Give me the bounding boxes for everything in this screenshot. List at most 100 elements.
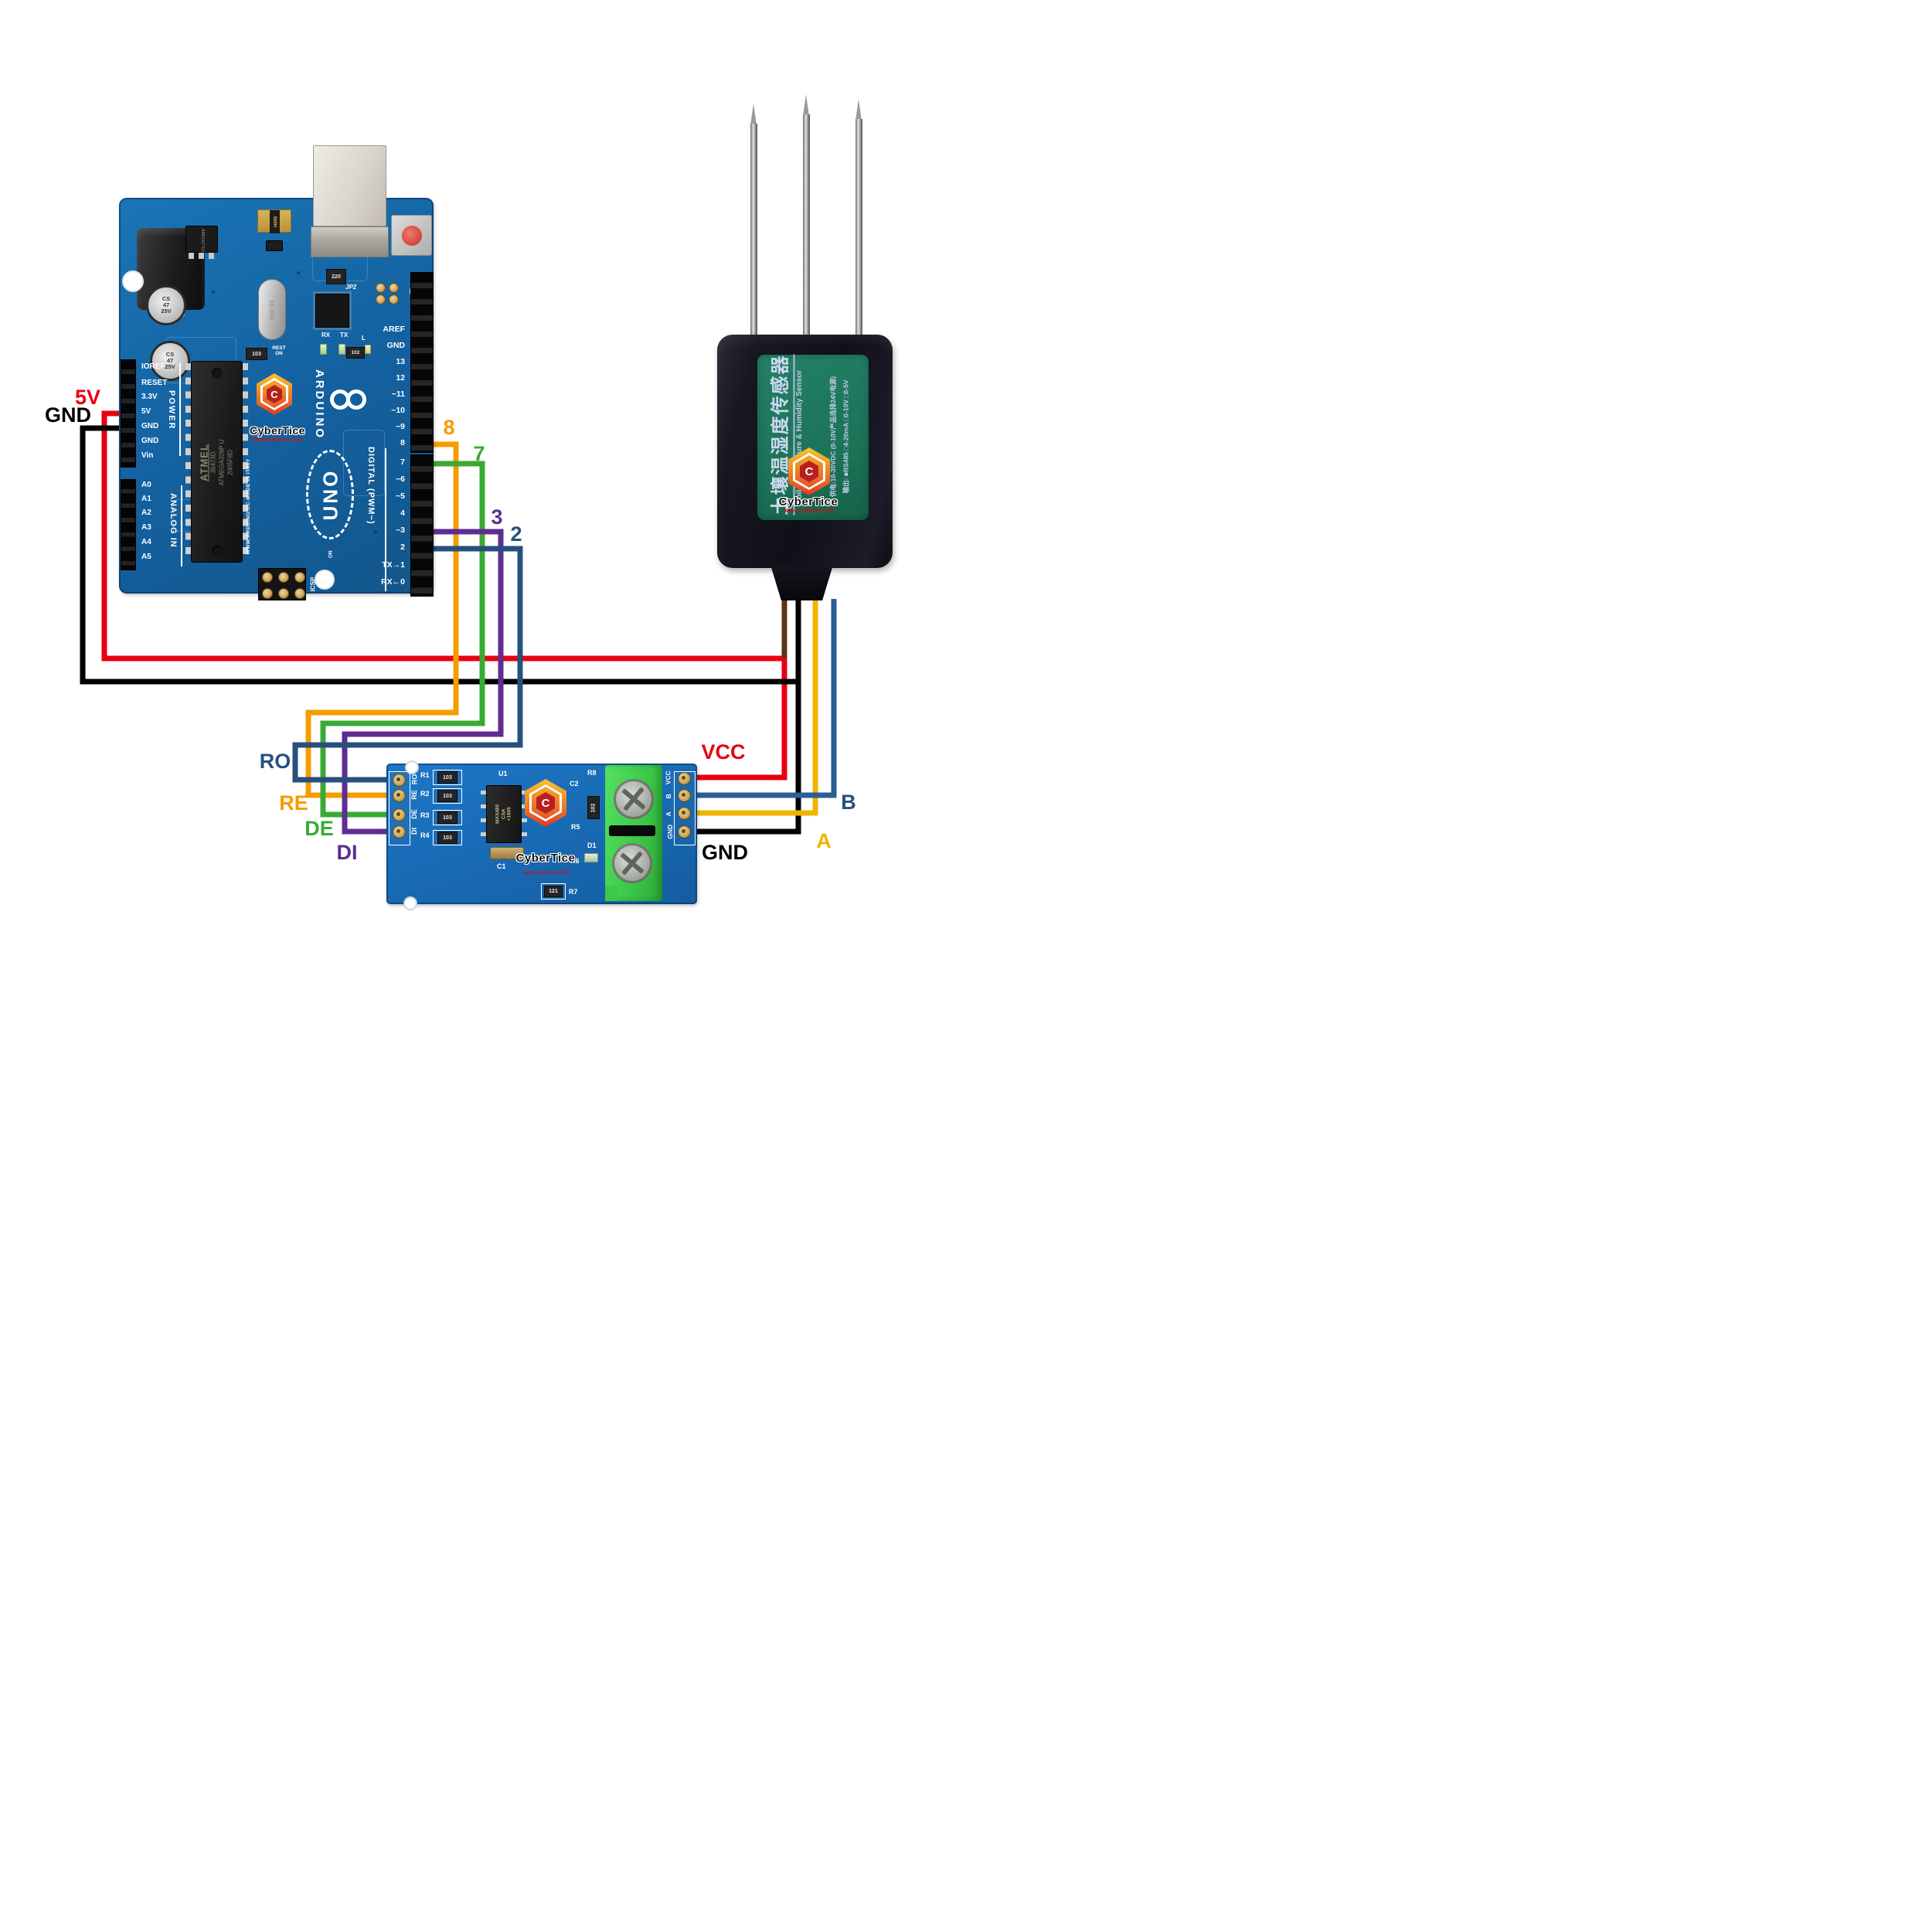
resistor-103: 103	[437, 811, 457, 824]
wire-5v-red	[101, 410, 787, 781]
pin-label-reset: RESET	[141, 379, 168, 387]
silk-r8: R8	[587, 769, 597, 777]
regulator-leg	[209, 253, 214, 259]
sensor-probe-tip	[750, 104, 757, 125]
module-hole	[403, 896, 417, 910]
digital-header-lower	[410, 454, 434, 597]
silk-u1: U1	[498, 770, 508, 777]
module-silk-gnd: GND	[666, 824, 675, 839]
pin-label-10: ~10	[391, 406, 405, 415]
usb-interface-chip	[315, 294, 349, 328]
sensor-probe-tip	[855, 99, 862, 121]
terminal-screw[interactable]	[612, 843, 652, 883]
pin-label-a0: A0	[141, 481, 151, 489]
wire-sensor-a-yellow	[697, 599, 818, 816]
wire-pin7-de-green	[320, 461, 485, 818]
module-silk-a: A	[664, 811, 672, 817]
wire-pin3-di-purple	[342, 529, 504, 835]
pin-label-vin: Vin	[141, 451, 154, 460]
capacitor: CS 47 25V	[150, 341, 190, 381]
terminal-tab	[605, 886, 617, 901]
resistor-array-103: 103	[246, 348, 267, 360]
silk-r4: R4	[420, 832, 430, 839]
capacitor: CS 47 25V	[146, 285, 186, 325]
wire-pin2-ro-navy	[292, 546, 523, 783]
resistor-value: 103	[252, 351, 261, 357]
max485-line1: MAX485	[495, 804, 501, 825]
atmega328p-chip	[191, 361, 243, 563]
label-gnd-left: GND	[45, 403, 91, 427]
module-silk-ro: RO	[410, 774, 419, 785]
resistor-121: 121	[544, 886, 563, 897]
module-right-pin-strip	[674, 771, 696, 845]
label-ro: RO	[259, 750, 291, 773]
sensor-probe	[803, 114, 810, 340]
silk-r3: R3	[420, 811, 430, 819]
max485-line3: +1805	[506, 807, 512, 821]
pin-label-rx0: RX←0	[381, 577, 405, 587]
label-pin3: 3	[491, 505, 503, 529]
cybertice-brand: CyberTice	[778, 495, 838, 509]
reset-button[interactable]	[402, 226, 422, 246]
arduino-brand: ARDUINO	[313, 369, 326, 440]
label-5v: 5V	[74, 386, 100, 409]
cap-text: 25V	[165, 363, 175, 370]
cybertice-url: www.cybertice.com	[252, 437, 303, 443]
icsp-silk: ICSP	[309, 577, 317, 592]
module-silk-di: DI	[410, 828, 418, 835]
resistor-value: 102	[351, 350, 360, 355]
jp2-pad	[376, 283, 386, 293]
pin-label-gnd2: GND	[141, 437, 159, 445]
cap-text: CS	[165, 351, 175, 358]
label-di: DI	[336, 841, 358, 864]
led-d1	[584, 853, 598, 862]
on-silk: ON	[328, 550, 334, 559]
terminal-slot	[609, 825, 655, 836]
pin-label-5v: 5V	[141, 407, 151, 416]
cybertice-url: www.cybertice.com	[784, 509, 835, 514]
wire-sensor-gnd-black	[697, 599, 801, 835]
label-gnd-right: GND	[702, 841, 748, 864]
icsp-header	[258, 568, 306, 600]
uno-oval: UNO	[306, 450, 354, 539]
module-silk-de: DE	[410, 809, 418, 819]
smd-transistor	[266, 240, 283, 251]
wiring-layer	[80, 410, 837, 835]
pin-label-12: 12	[396, 373, 405, 383]
mounting-hole	[315, 570, 335, 590]
pin-label-a2: A2	[141, 509, 151, 517]
silk-c1: C1	[497, 862, 506, 870]
regulator-text: AMS1117 5.0	[200, 228, 205, 252]
module-left-pin-strip	[389, 771, 410, 845]
silk-line	[385, 448, 386, 591]
wire-sensor-b-blue	[697, 599, 837, 798]
resistor-103: 103	[437, 832, 457, 844]
label-vcc: VCC	[701, 740, 746, 764]
pin-label-7: 7	[400, 457, 405, 467]
digital-group-silk: DIGITAL (PWM~)	[366, 447, 376, 525]
terminal-screw[interactable]	[614, 779, 654, 819]
silk-line	[179, 363, 181, 456]
label-a: A	[816, 829, 832, 852]
resistor-array-220: 220	[326, 269, 346, 284]
logo-c: C	[270, 388, 278, 400]
analog-group-silk: ANALOG IN	[168, 493, 178, 548]
logo-c: C	[804, 464, 814, 478]
pin-label-gnd-d: GND	[386, 341, 405, 350]
sensor-probe	[855, 119, 862, 340]
silk-r2: R2	[420, 790, 430, 798]
silk-line	[181, 485, 182, 566]
logo-c: C	[541, 796, 550, 810]
silk-c2: C2	[570, 780, 579, 787]
pin-label-4: 4	[400, 509, 405, 518]
module-silk-b: B	[664, 794, 672, 799]
chip-pins-right	[243, 363, 248, 561]
jp2-pad	[389, 283, 399, 293]
cap-text: 47	[162, 301, 170, 308]
cap-text: 47	[166, 357, 174, 364]
chip-pins-left	[185, 363, 191, 561]
via	[297, 271, 300, 274]
rx-silk: RX	[321, 332, 331, 338]
label-pin7: 7	[473, 442, 485, 465]
silk-r7: R7	[569, 888, 578, 896]
